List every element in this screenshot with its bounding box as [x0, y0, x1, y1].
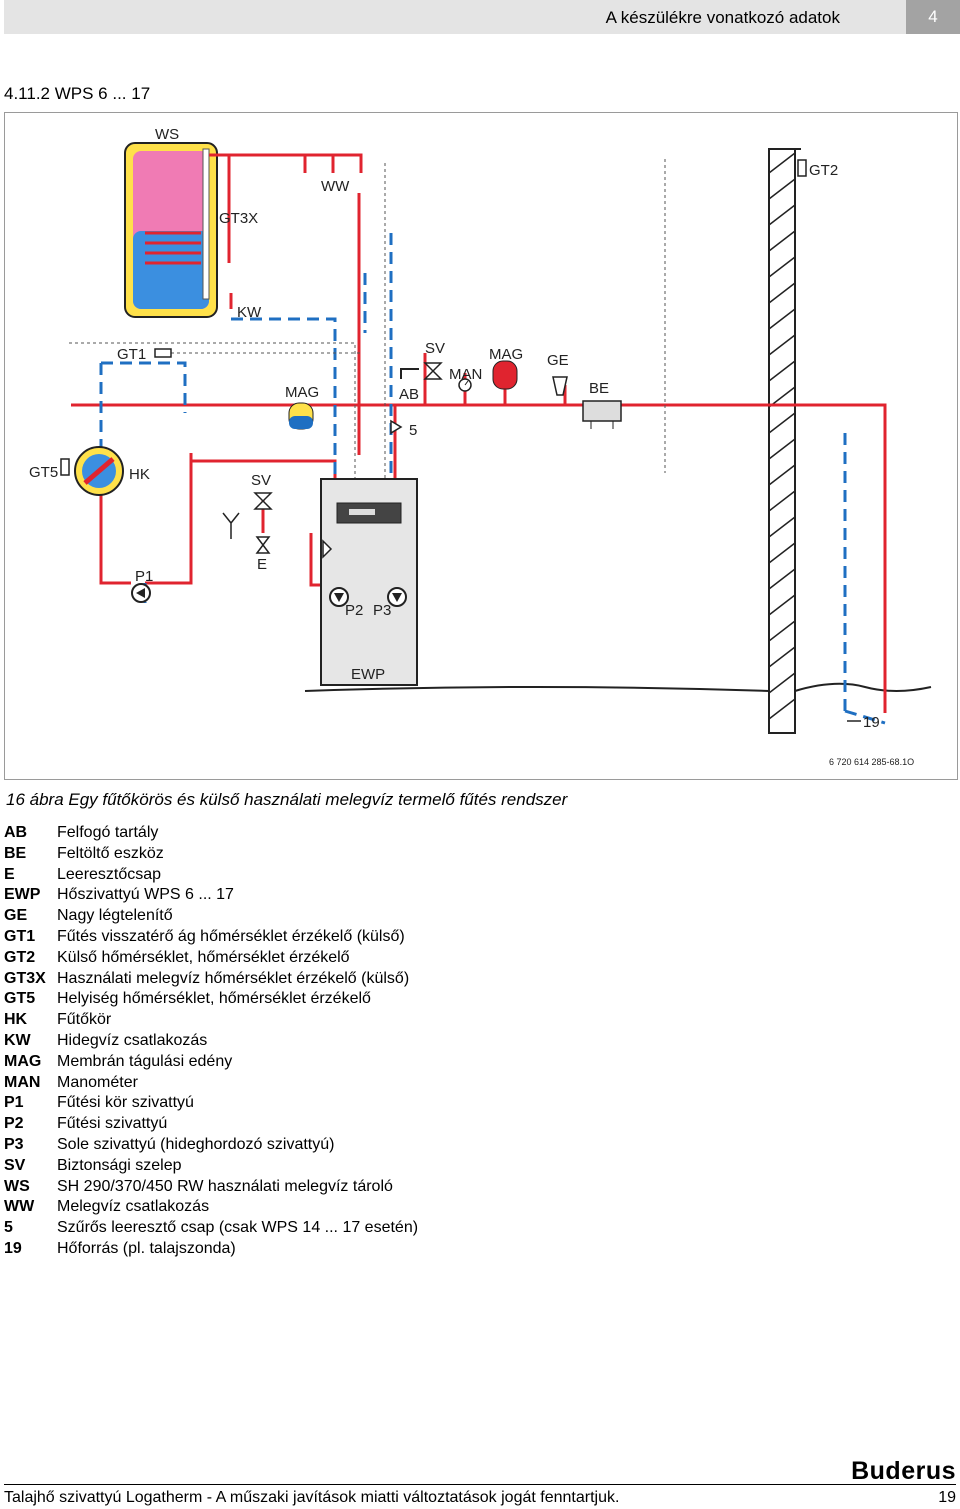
collecting-tank-icon — [400, 368, 419, 379]
gt5-sensor-icon — [60, 458, 70, 476]
return-pipes — [99, 233, 886, 725]
figure-id: 6 720 614 285-68.1O — [829, 757, 914, 767]
sensor-lines — [69, 159, 666, 493]
heating-circuit-icon — [74, 446, 124, 496]
safety-valve-mid-icon — [253, 492, 273, 510]
label-man: MAN — [449, 366, 482, 383]
footer-divider — [4, 1484, 956, 1485]
label-19: 19 — [863, 714, 880, 731]
expansion-vessel-right-icon — [492, 360, 518, 390]
air-vent-icon — [552, 376, 568, 396]
label-sv-top: SV — [425, 340, 445, 357]
label-hk: HK — [129, 466, 150, 483]
label-p2: P2 — [345, 602, 363, 619]
section-title: 4.11.2 WPS 6 ... 17 — [4, 84, 151, 103]
gt2-sensor-icon — [797, 159, 807, 177]
header-page-number: 4 — [906, 0, 960, 34]
header-bar: A készülékre vonatkozó adatok — [4, 0, 906, 34]
label-gt2: GT2 — [809, 162, 838, 179]
label-mag-right: MAG — [489, 346, 523, 363]
drain-cock-icon — [255, 536, 271, 554]
filling-device-icon — [582, 400, 622, 429]
label-ewp: EWP — [351, 666, 385, 683]
label-mag-left: MAG — [285, 384, 319, 401]
label-p3: P3 — [373, 602, 391, 619]
label-ab: AB — [399, 386, 419, 403]
label-p1: P1 — [135, 568, 153, 585]
filter-drain-valve-icon — [390, 419, 403, 435]
hot-water-tank — [124, 142, 218, 318]
manometer-icon — [458, 378, 472, 392]
heating-schematic: WS WW GT2 GT3X KW GT1 MAG SV MAN MAG GE … — [29, 126, 932, 767]
header-title: A készülékre vonatkozó adatok — [605, 8, 840, 27]
label-gt1: GT1 — [117, 346, 146, 363]
pump-p2-icon — [329, 587, 349, 607]
buderus-logo: Buderus — [851, 1457, 956, 1485]
label-ww: WW — [321, 178, 350, 195]
label-gt3x: GT3X — [219, 210, 258, 227]
schematic-figure: WS WW GT2 GT3X KW GT1 MAG SV MAN MAG GE … — [4, 112, 958, 780]
safety-valve-top-icon — [423, 362, 443, 380]
footer-text: Talajhő szivattyú Logatherm - A műszaki … — [4, 1489, 620, 1506]
label-ws: WS — [155, 126, 179, 143]
label-kw: KW — [237, 304, 262, 321]
figure-caption: 16 ábra Egy fűtőkörös és külső használat… — [6, 790, 568, 809]
pump-p3-icon — [387, 587, 407, 607]
label-gt5: GT5 — [29, 464, 58, 481]
heat-pump-unit — [320, 478, 418, 686]
funnel-icon — [222, 512, 240, 539]
label-ge: GE — [547, 352, 569, 369]
expansion-vessel-left-icon — [288, 402, 314, 430]
pump-p1-icon — [131, 583, 151, 603]
label-e: E — [257, 556, 267, 573]
label-5: 5 — [409, 422, 417, 439]
label-sv-mid: SV — [251, 472, 271, 489]
gt1-sensor-icon — [154, 348, 172, 358]
valve-icon — [322, 539, 333, 559]
footer-page-number: 19 — [938, 1489, 956, 1506]
wall — [304, 148, 932, 734]
label-be: BE — [589, 380, 609, 397]
